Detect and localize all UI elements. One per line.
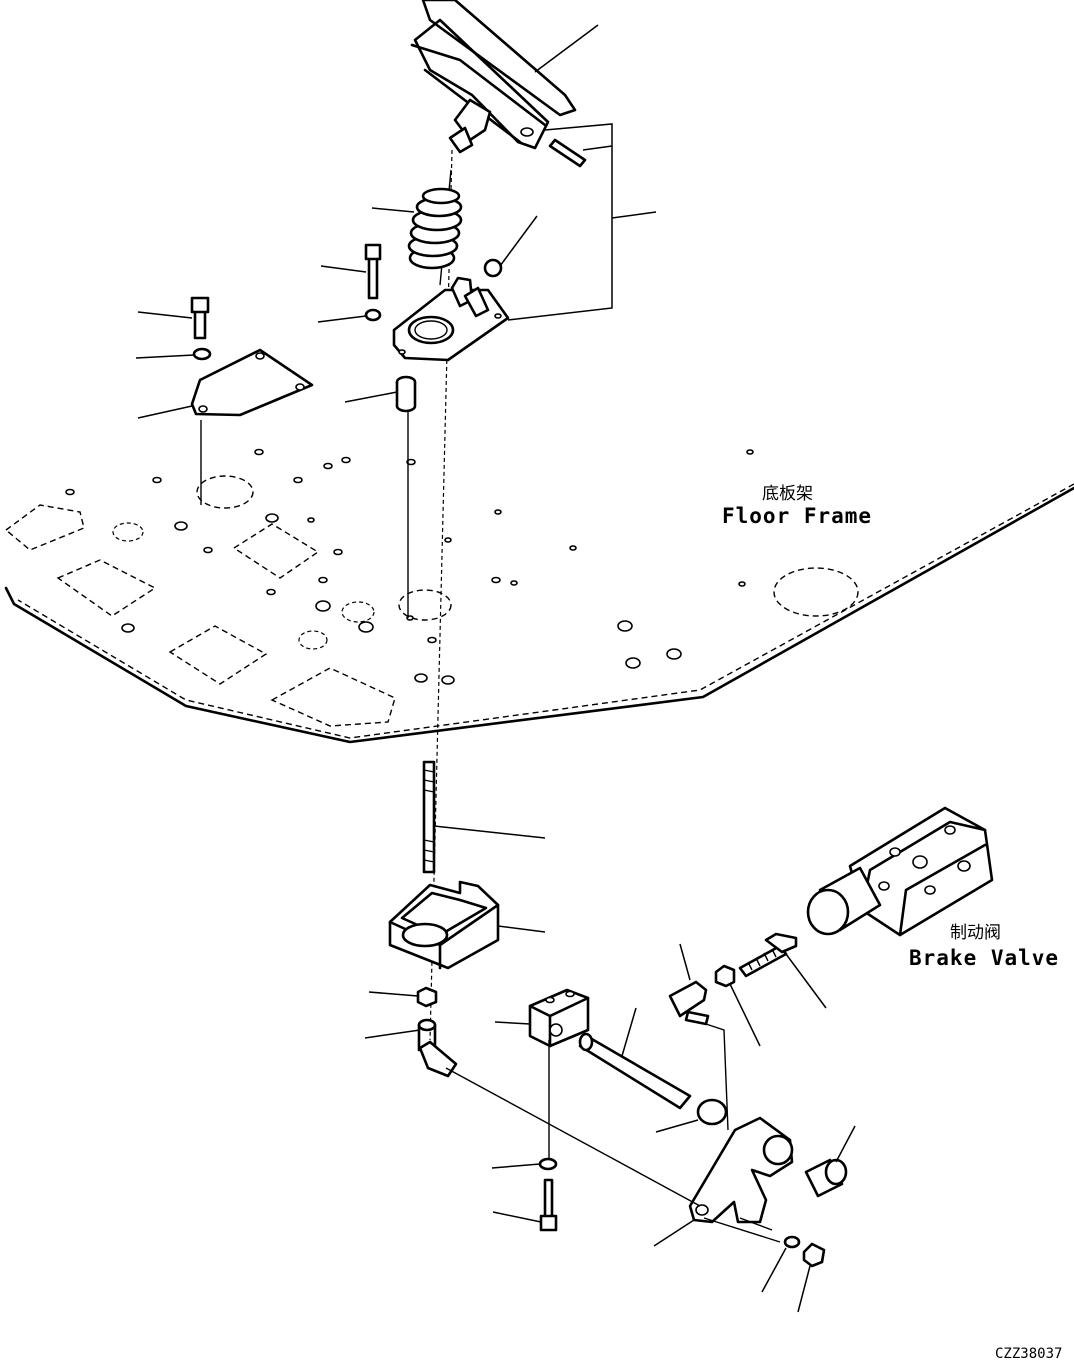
lower-bolt	[539, 1178, 558, 1232]
pedal-bracket	[392, 276, 510, 362]
cover-plate	[190, 348, 314, 417]
lower-washer	[783, 1235, 801, 1249]
clip-ring	[483, 258, 503, 278]
floor-frame-label-cn: 底板架	[762, 484, 813, 504]
pedal-boot	[407, 187, 463, 270]
top-washer	[364, 308, 382, 322]
floor-frame-plate	[4, 448, 1074, 744]
floor-frame-label-en: Floor Frame	[722, 504, 873, 528]
clevis-bolt	[668, 980, 710, 1026]
spacer-sleeve	[395, 375, 417, 413]
threaded-rod	[422, 760, 436, 874]
brake-valve	[806, 806, 994, 937]
clamp-block	[528, 988, 590, 1048]
pivot-pin	[578, 1032, 692, 1110]
left-bolt	[190, 296, 210, 340]
bushing-right	[804, 1158, 848, 1198]
lower-nut	[802, 1242, 826, 1268]
left-washer	[192, 347, 212, 361]
leader-lines	[135, 24, 856, 1313]
drawing-code: CZZ38037	[995, 1346, 1063, 1362]
nut-stack	[416, 986, 458, 1078]
brake-valve-label-en: Brake Valve	[909, 946, 1060, 970]
brake-valve-label-cn: 制动阀	[950, 923, 1001, 943]
push-rod	[738, 932, 798, 978]
top-bolt	[364, 243, 382, 300]
bushing-left	[696, 1098, 728, 1126]
brake-pedal	[410, 0, 587, 168]
rod-boot-housing	[388, 880, 500, 970]
adjust-nut	[714, 964, 736, 988]
lower-washer-left	[538, 1157, 558, 1171]
lever-arm	[688, 1116, 794, 1224]
